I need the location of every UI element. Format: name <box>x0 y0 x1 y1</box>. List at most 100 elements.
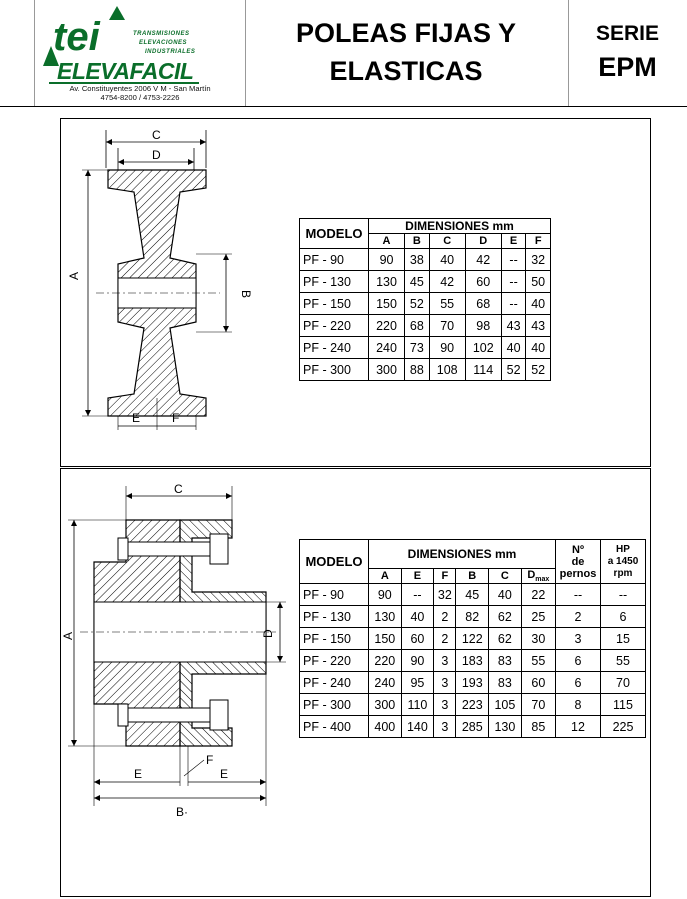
value-cell: 73 <box>404 336 430 359</box>
bolts-cell: 6 <box>555 649 601 673</box>
dim-label-a: A <box>67 272 81 280</box>
company-phones: 4754-8200 / 4753-2226 <box>100 93 180 102</box>
value-cell: -- <box>500 292 527 315</box>
value-cell: 2 <box>433 605 457 629</box>
value-cell: 240 <box>368 671 402 695</box>
header-modelo: MODELO <box>299 538 369 585</box>
tei-logo-icon: tei <box>43 6 125 66</box>
value-cell: 130 <box>488 715 522 739</box>
hp-cell: 55 <box>600 649 646 673</box>
model-cell: PF - 240 <box>299 671 369 695</box>
svg-text:tei: tei <box>53 15 101 59</box>
model-cell: PF - 90 <box>299 583 369 607</box>
hp-cell: 225 <box>600 715 646 739</box>
value-cell: 90 <box>428 336 466 359</box>
value-cell: 3 <box>433 649 457 673</box>
value-cell: 223 <box>455 693 490 717</box>
value-cell: 130 <box>368 605 402 629</box>
value-cell: 83 <box>488 649 522 673</box>
value-cell: 25 <box>520 605 557 629</box>
value-cell: 108 <box>428 358 466 381</box>
dim-label-e-right: E <box>220 767 228 781</box>
model-cell: PF - 150 <box>299 292 369 315</box>
value-cell: 90 <box>368 583 402 607</box>
value-cell: 32 <box>433 583 457 607</box>
model-cell: PF - 150 <box>299 627 369 651</box>
value-cell: 82 <box>455 605 490 629</box>
value-cell: 140 <box>400 715 435 739</box>
value-cell: 38 <box>404 248 430 271</box>
hp-cell: 70 <box>600 671 646 695</box>
value-cell: 68 <box>464 292 502 315</box>
value-cell: 22 <box>520 583 557 607</box>
elastic-pulley-table: MODELO DIMENSIONES mm Nº de pernos HP a … <box>299 538 646 739</box>
value-cell: 122 <box>455 627 490 651</box>
hp-cell: 6 <box>600 605 646 629</box>
value-cell: 183 <box>455 649 490 673</box>
value-cell: 150 <box>367 292 406 315</box>
hp-cell: 115 <box>600 693 646 717</box>
col-header: C <box>488 567 522 585</box>
col-header: A <box>368 567 402 585</box>
col-header: F <box>433 567 457 585</box>
value-cell: 60 <box>520 671 557 695</box>
value-cell: 40 <box>400 605 435 629</box>
model-cell: PF - 90 <box>299 248 369 271</box>
value-cell: 62 <box>488 605 522 629</box>
page-title-line1: POLEAS FIJAS Y <box>295 18 517 48</box>
value-cell: 150 <box>368 627 402 651</box>
model-cell: PF - 300 <box>299 358 369 381</box>
dim-label-e: E <box>132 411 140 425</box>
header-dimensiones: DIMENSIONES mm <box>368 218 551 234</box>
value-cell: 60 <box>400 627 435 651</box>
page-title-line2: ELASTICAS <box>329 56 483 86</box>
logo-tagline: TRANSMISIONES ELEVACIONES INDUSTRIALES <box>133 31 196 55</box>
value-cell: 110 <box>400 693 435 717</box>
value-cell: 300 <box>368 693 402 717</box>
value-cell: 42 <box>428 270 466 293</box>
value-cell: 70 <box>428 314 466 337</box>
value-cell: 114 <box>464 358 502 381</box>
dim-label-c: C <box>174 482 183 496</box>
value-cell: 70 <box>520 693 557 717</box>
elastic-pulley-drawing: C A D E F E B· <box>61 482 286 819</box>
bolts-cell: 8 <box>555 693 601 717</box>
fixed-pulley-table: MODELO DIMENSIONES mm A B C D E F PF - 9… <box>299 218 551 381</box>
value-cell: 83 <box>488 671 522 695</box>
value-cell: 52 <box>404 292 430 315</box>
value-cell: 50 <box>525 270 551 293</box>
value-cell: 300 <box>367 358 406 381</box>
hp-cell: -- <box>600 583 646 607</box>
col-header-dmax: Dmax <box>520 567 557 585</box>
value-cell: 3 <box>433 671 457 695</box>
col-header: E <box>500 233 527 249</box>
col-header: E <box>400 567 435 585</box>
value-cell: 88 <box>404 358 430 381</box>
model-cell: PF - 300 <box>299 693 369 717</box>
value-cell: 43 <box>500 314 527 337</box>
header-dimensiones: DIMENSIONES mm <box>368 539 556 569</box>
value-cell: 90 <box>367 248 406 271</box>
serie-code: EPM <box>598 52 657 82</box>
header-hp: HP a 1450 rpm <box>600 538 646 585</box>
serie-block: SERIE EPM <box>568 0 687 106</box>
page-header <box>0 0 687 107</box>
col-header: C <box>428 233 466 249</box>
dim-label-c: C <box>152 128 161 142</box>
hp-cell: 15 <box>600 627 646 651</box>
value-cell: 85 <box>520 715 557 739</box>
value-cell: 45 <box>404 270 430 293</box>
dim-label-d: D <box>261 629 275 638</box>
value-cell: 60 <box>464 270 502 293</box>
model-cell: PF - 220 <box>299 649 369 673</box>
